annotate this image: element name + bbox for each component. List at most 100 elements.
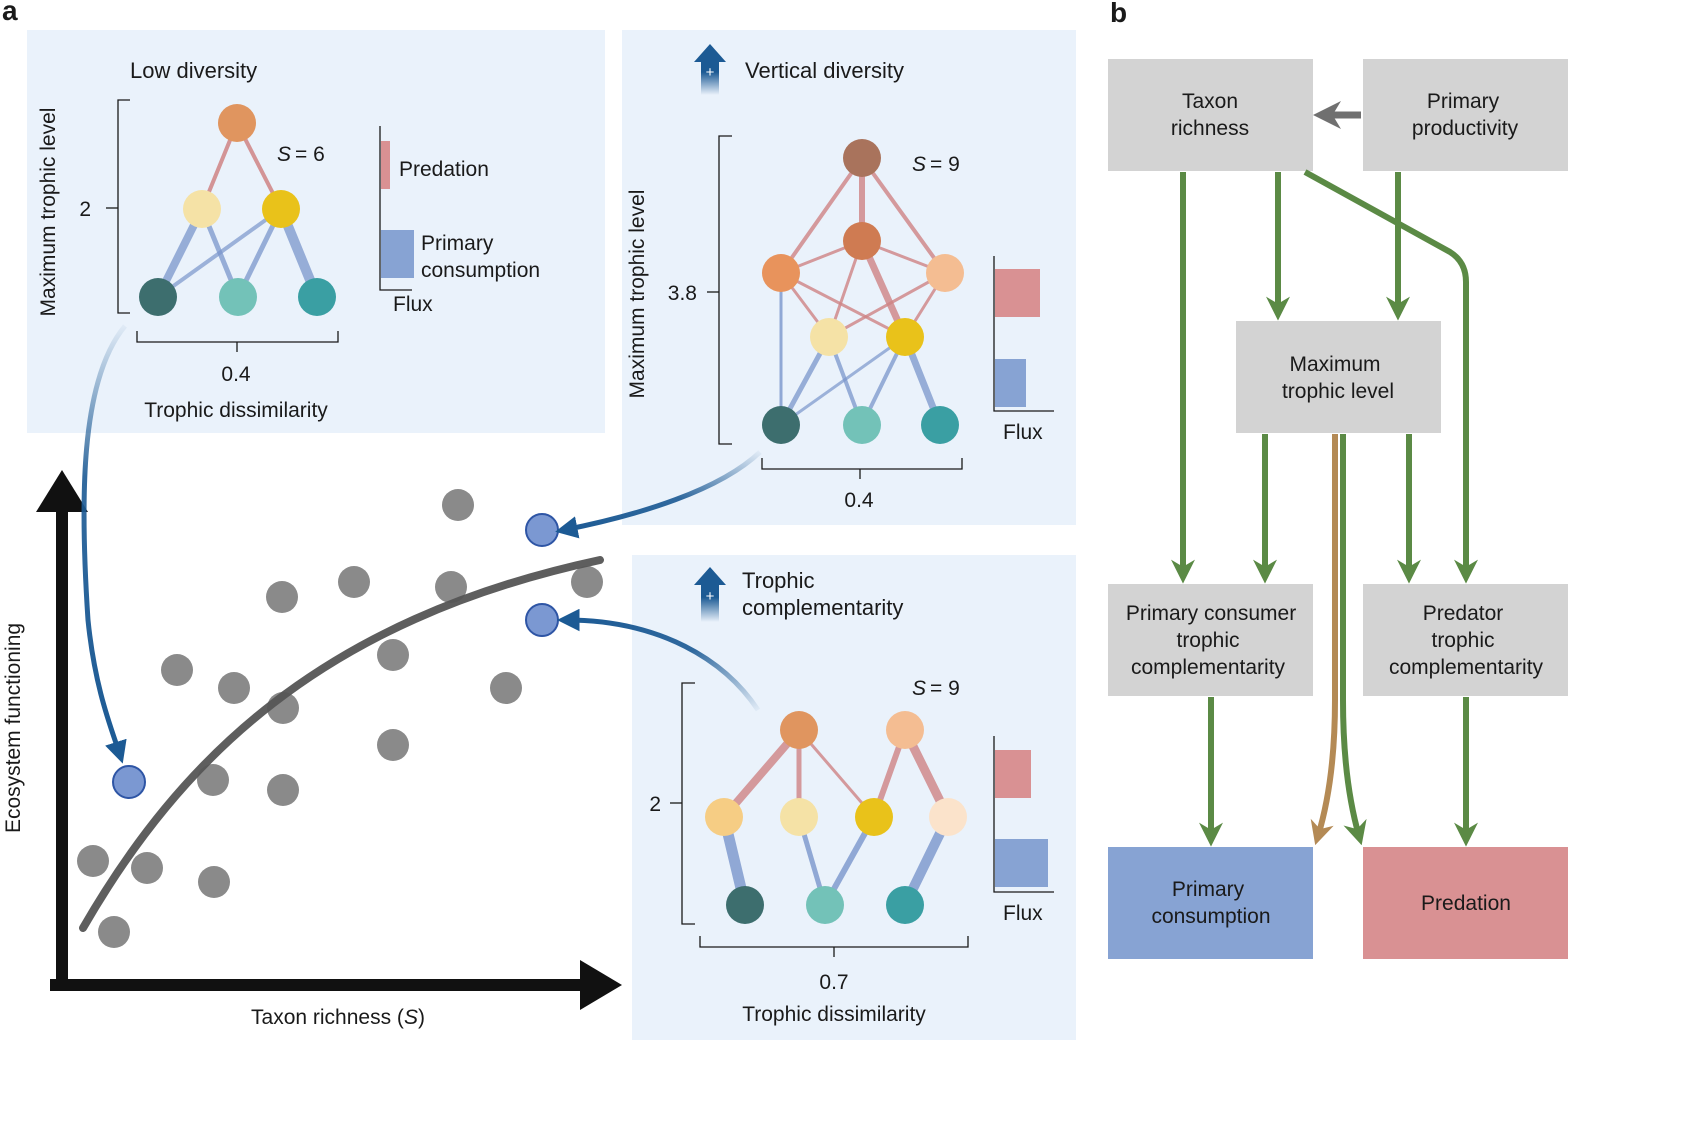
producer-node <box>843 406 881 444</box>
vertical-diversity-connector-arrow <box>555 450 762 539</box>
consumer-node <box>262 190 300 228</box>
scatter-point <box>490 672 522 704</box>
primary-consumption-flux-bar <box>381 230 414 278</box>
predator-node <box>926 254 964 292</box>
svg-text:+: + <box>706 64 715 81</box>
path-arrows <box>1171 169 1478 847</box>
producer-node <box>762 406 800 444</box>
primary-productivity-box <box>1363 59 1568 171</box>
predation-link <box>860 156 947 275</box>
legend-primary-line2: consumption <box>421 259 540 282</box>
consumption-link <box>779 335 907 427</box>
low-diversity-y-axis-label: Maximum trophic level <box>37 108 60 317</box>
low-diversity-title: Low diversity <box>130 58 257 83</box>
main-y-axis-label: Ecosystem functioning <box>2 623 25 833</box>
primary-consumption-box <box>1108 847 1313 959</box>
consumption-link <box>156 207 283 299</box>
vertical-diversity-flux-label: Flux <box>1003 421 1043 444</box>
maximum-trophic-level-line1: Maximum <box>1289 353 1380 376</box>
primary-consumer-complementarity-line2: trophic <box>1176 629 1239 652</box>
scatter-point <box>197 764 229 796</box>
low-diversity-connector-arrow <box>81 324 127 764</box>
x-axis-arrowhead <box>580 960 622 1010</box>
primary-consumer-complementarity-line1: Primary consumer <box>1126 602 1296 625</box>
vertical-diversity-x-bracket <box>761 458 963 470</box>
producer-node <box>921 406 959 444</box>
consumer-node <box>855 798 893 836</box>
trophic-complementarity-x-axis-label: Trophic dissimilarity <box>742 1003 926 1026</box>
primary-productivity-line1: Primary <box>1427 90 1500 113</box>
maximum-trophic-level-line2: trophic level <box>1282 380 1394 403</box>
figure-canvas: a Low diversity Maximum trophic level 2 … <box>2 0 1568 1040</box>
trophic-complementarity-x-tick: 0.7 <box>819 971 848 994</box>
predator-node <box>762 254 800 292</box>
vertical-diversity-up-arrow-icon: + <box>694 44 726 95</box>
main-x-axis-label: Taxon richness (S) <box>251 1006 425 1029</box>
producer-node <box>298 278 336 316</box>
scatter-point <box>442 489 474 521</box>
producer-node <box>726 886 764 924</box>
predator-complementarity-line3: complementarity <box>1389 656 1544 679</box>
predation-flux-bar <box>995 750 1031 798</box>
consumer-node <box>183 190 221 228</box>
predator-node <box>218 104 256 142</box>
trophic-complementarity-flux-label: Flux <box>1003 902 1043 925</box>
trophic-complementarity-title-line1: Trophic <box>742 568 815 593</box>
scatter-point <box>338 566 370 598</box>
panel-b-letter: b <box>1110 0 1127 28</box>
primary-productivity-line2: productivity <box>1412 117 1519 140</box>
low-diversity-y-tick: 2 <box>79 198 91 221</box>
panel-a-letter: a <box>2 0 18 26</box>
trophic-complementarity-flux-legend: Flux <box>993 736 1054 925</box>
predation-box-label: Predation <box>1421 892 1511 915</box>
low-diversity-panel <box>27 30 605 433</box>
taxon-richness-box <box>1108 59 1313 171</box>
primary-consumer-complementarity-line3: complementarity <box>1131 656 1286 679</box>
flux-axis <box>379 126 412 291</box>
predation-link <box>797 728 876 819</box>
primary-consumption-flux-bar <box>995 839 1048 887</box>
scatter-point <box>571 566 603 598</box>
trophic-complementarity-richness: S= 9 <box>912 677 960 700</box>
maximum-trophic-level-box <box>1236 321 1441 433</box>
predation-flux-bar <box>995 269 1040 317</box>
vertical-diversity-y-tick: 3.8 <box>668 282 697 305</box>
scatter-point <box>218 672 250 704</box>
scatter-point <box>77 845 109 877</box>
scatter-point <box>131 852 163 884</box>
predation-flux-bar <box>381 141 390 189</box>
primary-consumer-complementarity-box <box>1108 584 1313 696</box>
consumer-node <box>780 798 818 836</box>
scatter-point <box>377 639 409 671</box>
vertical-diversity-x-tick: 0.4 <box>844 489 874 512</box>
flux-axis <box>993 736 1054 893</box>
scatter-point <box>161 654 193 686</box>
primary-consumption-line1: Primary <box>1172 878 1245 901</box>
highlighted-points <box>112 513 559 799</box>
scatter-point <box>377 729 409 761</box>
scatter-points <box>77 489 603 948</box>
trophic-complementarity-y-tick: 2 <box>649 793 661 816</box>
trophic-complementarity-title-line2: complementarity <box>742 595 903 620</box>
svg-text:+: + <box>706 588 715 605</box>
vertical-diversity-richness: S= 9 <box>912 153 960 176</box>
primary-consumption-line2: consumption <box>1151 905 1270 928</box>
flux-axis <box>993 256 1054 412</box>
low-diversity-inset: Low diversity Maximum trophic level 2 0.… <box>37 58 540 422</box>
complementarity-point <box>525 603 559 637</box>
primary-consumption-flux-bar <box>995 359 1026 407</box>
consumer-node <box>810 318 848 356</box>
predation-link <box>720 726 803 821</box>
saturating-fit-curve <box>79 556 604 932</box>
producer-node <box>886 886 924 924</box>
scatter-point <box>198 866 230 898</box>
vertical-diversity-flux-legend: Flux <box>993 256 1054 444</box>
low-diversity-x-tick: 0.4 <box>221 363 251 386</box>
predation-link <box>779 156 864 275</box>
vertical-diversity-y-bracket <box>718 135 732 445</box>
trophic-complementarity-inset: + Trophic complementarity 2 0.7 Trophic … <box>649 567 1054 1026</box>
legend-primary-line1: Primary <box>421 232 494 255</box>
vertical-diversity-point <box>525 513 559 547</box>
low-diversity-y-bracket <box>117 99 130 314</box>
low-diversity-flux-label: Flux <box>393 293 433 316</box>
